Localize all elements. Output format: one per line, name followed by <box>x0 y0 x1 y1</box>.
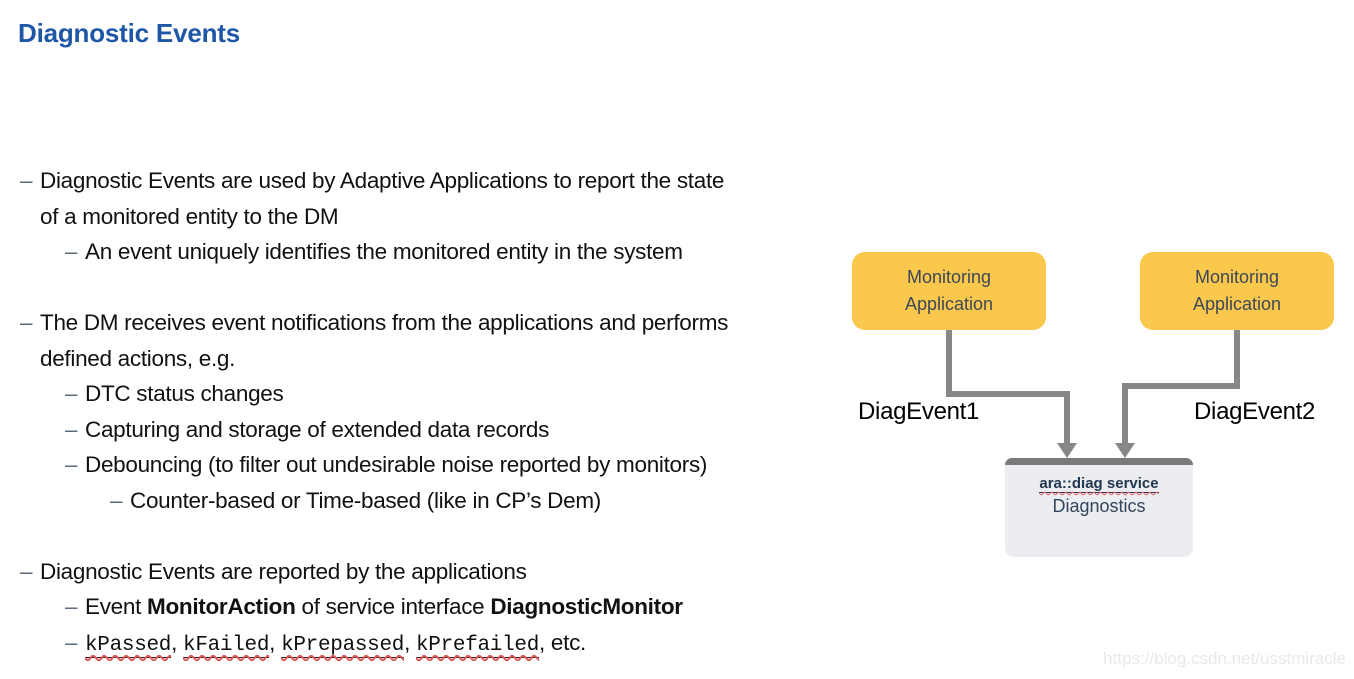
dash-bullet: – <box>65 629 78 655</box>
page-title: Diagnostic Events <box>18 18 240 48</box>
text-segment: An event uniquely identifies the monitor… <box>85 239 683 264</box>
edge-label-diagevent1: DiagEvent1 <box>858 398 980 425</box>
text-segment: The DM receives event notifications from… <box>40 310 729 371</box>
dash-bullet: – <box>20 558 33 584</box>
bullet-text: An event uniquely identifies the monitor… <box>85 234 683 270</box>
service-box-title-text: ara::diag service <box>1039 475 1159 493</box>
monitoring-application-label: Monitoring Application <box>904 267 994 314</box>
bullet-text: Diagnostic Events are reported by the ap… <box>40 554 527 590</box>
bullet-text: The DM receives event notifications from… <box>40 305 740 376</box>
bullet-item: –The DM receives event notifications fro… <box>20 305 850 376</box>
bullet-text: Debouncing (to filter out undesirable no… <box>85 447 707 483</box>
arrowhead-right-icon <box>1115 443 1135 458</box>
dash-bullet: – <box>20 168 33 193</box>
edge-label-diagevent2: DiagEvent2 <box>1194 398 1316 425</box>
dash-bullet: – <box>65 452 78 477</box>
bullet-text: Diagnostic Events are used by Adaptive A… <box>40 163 740 234</box>
monitoring-application-box-1: Monitoring Application <box>852 252 1046 330</box>
bold-text: DiagnosticMonitor <box>490 594 683 619</box>
bullet-text: Counter-based or Time-based (like in CP’… <box>130 483 601 519</box>
dash-bullet: – <box>65 416 78 442</box>
bullet-item: –Counter-based or Time-based (like in CP… <box>20 483 850 519</box>
text-segment: , etc. <box>539 629 586 655</box>
code-token: kPrefailed <box>416 633 540 658</box>
dash-bullet: – <box>65 239 78 264</box>
bullet-item: –An event uniquely identifies the monito… <box>20 234 850 270</box>
monitoring-application-label: Monitoring Application <box>1192 267 1282 314</box>
bullet-list: –Diagnostic Events are used by Adaptive … <box>20 163 850 663</box>
service-box-title: ara::diag service <box>1005 475 1193 493</box>
bullet-item: –Capturing and storage of extended data … <box>20 412 850 448</box>
service-box-subtitle: Diagnostics <box>1052 496 1146 516</box>
bold-text: MonitorAction <box>147 594 296 619</box>
bullet-text: kPassed, kFailed, kPrepassed, kPrefailed… <box>85 625 586 664</box>
code-token: kPassed <box>85 633 172 658</box>
text-segment: , <box>171 629 184 655</box>
service-box-titlebar <box>1005 458 1193 465</box>
bullet-item: –Event MonitorAction of service interfac… <box>20 589 850 625</box>
text-segment: Diagnostic Events are used by Adaptive A… <box>40 168 725 229</box>
dash-bullet: – <box>65 594 78 619</box>
connector-right <box>1122 329 1240 445</box>
code-token: kPrepassed <box>281 633 405 658</box>
text-segment: Counter-based or Time-based (like in CP’… <box>130 487 601 513</box>
dash-bullet: – <box>65 381 78 406</box>
text-segment: of service interface <box>295 594 491 619</box>
bullet-item: –DTC status changes <box>20 376 850 412</box>
text-segment: Diagnostic Events are reported by the ap… <box>40 558 527 584</box>
text-segment: , <box>404 629 416 655</box>
text-segment: DTC status changes <box>85 381 284 406</box>
dash-bullet: – <box>110 487 123 513</box>
watermark: https://blog.csdn.net/usstmiracle <box>1103 649 1346 668</box>
diag-service-box: ara::diag service Diagnostics <box>1005 458 1193 557</box>
connector-left <box>946 329 1070 445</box>
code-token: kFailed <box>183 633 270 658</box>
text-segment: , <box>269 629 282 655</box>
dash-bullet: – <box>20 310 33 335</box>
bullet-text: Capturing and storage of extended data r… <box>85 412 549 448</box>
bullet-item: –kPassed, kFailed, kPrepassed, kPrefaile… <box>20 625 850 664</box>
text-segment: Capturing and storage of extended data r… <box>85 416 550 442</box>
bullet-item: –Diagnostic Events are used by Adaptive … <box>20 163 850 234</box>
bullet-text: Event MonitorAction of service interface… <box>85 589 683 625</box>
text-segment: Event <box>85 594 147 619</box>
text-segment: Debouncing (to filter out undesirable no… <box>85 452 708 477</box>
arrowhead-left-icon <box>1057 443 1077 458</box>
monitoring-application-box-2: Monitoring Application <box>1140 252 1334 330</box>
bullet-item: –Diagnostic Events are reported by the a… <box>20 554 850 590</box>
bullet-item: –Debouncing (to filter out undesirable n… <box>20 447 850 483</box>
bullet-text: DTC status changes <box>85 376 284 412</box>
